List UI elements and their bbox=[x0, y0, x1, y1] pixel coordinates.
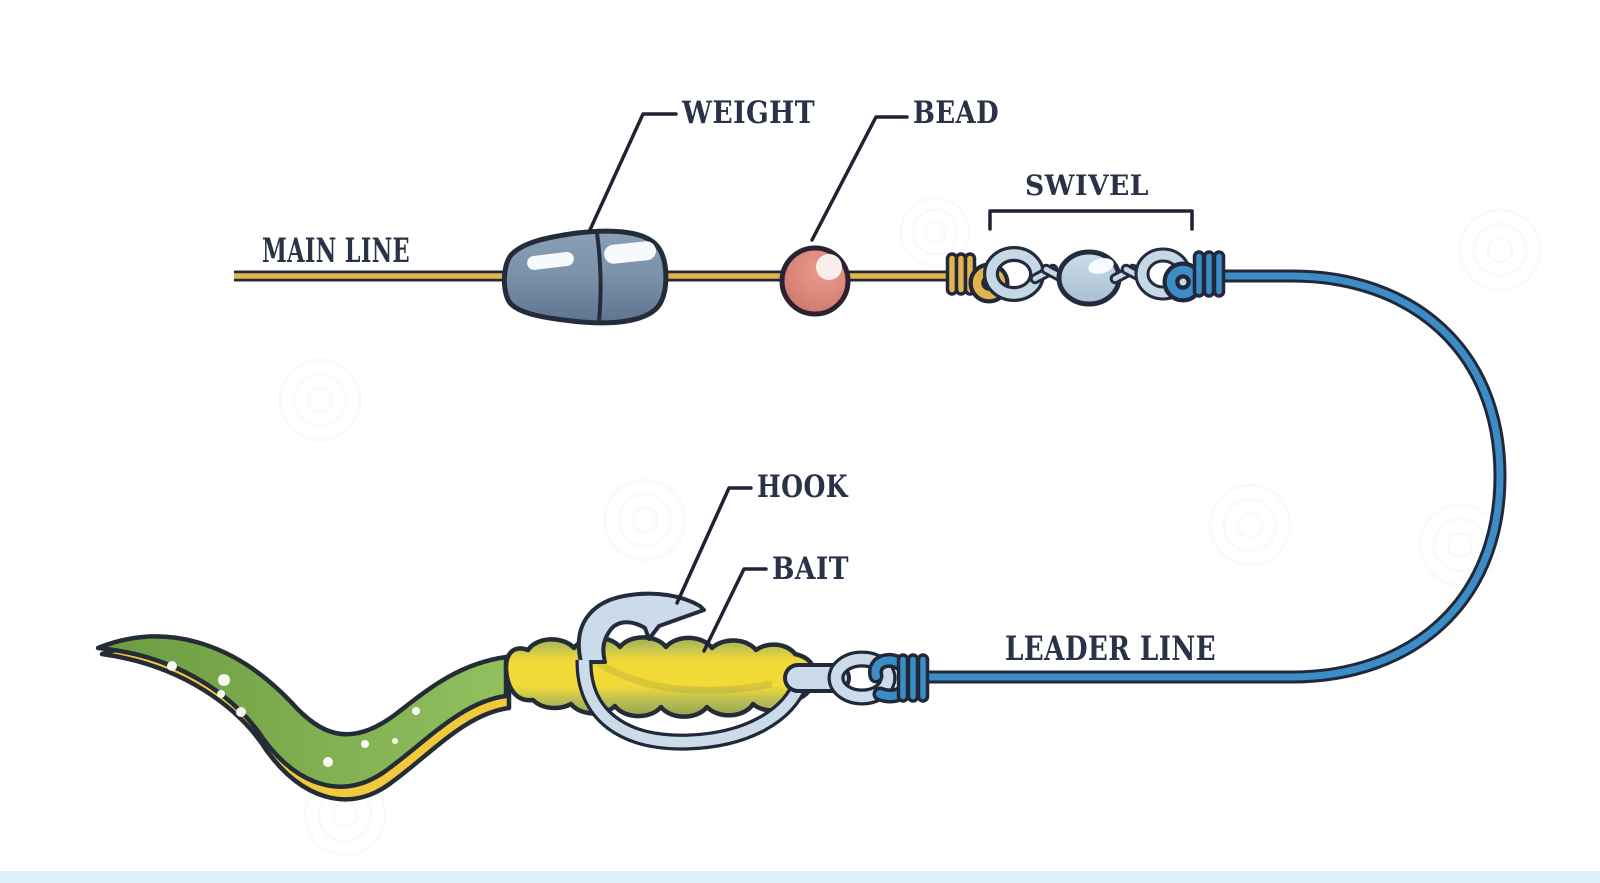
bead-label: BEAD bbox=[913, 95, 999, 131]
hook-eye bbox=[827, 650, 897, 706]
label-pointers bbox=[587, 112, 1194, 653]
bait-label: BAIT bbox=[772, 551, 849, 587]
weight-divider-line bbox=[595, 232, 603, 323]
leader-line-illustration bbox=[928, 269, 1507, 684]
footer-strip bbox=[0, 871, 1600, 883]
swivel-barrel-highlight bbox=[1088, 258, 1114, 274]
bait-body bbox=[503, 635, 817, 719]
swivel-label: SWIVEL bbox=[1025, 169, 1149, 202]
bait-illustration bbox=[503, 635, 817, 719]
weight-pointer-line bbox=[587, 112, 678, 234]
hook-point bbox=[576, 591, 706, 664]
swivel-illustration bbox=[945, 246, 1226, 307]
weight-highlight bbox=[604, 241, 656, 264]
tail-spots bbox=[167, 661, 429, 767]
hook-illustration bbox=[575, 591, 930, 751]
bead-highlight bbox=[816, 254, 842, 280]
bead-illustration bbox=[779, 245, 851, 317]
weight-highlight bbox=[527, 251, 574, 270]
bait-tail-illustration bbox=[95, 634, 512, 802]
main-line-label: MAIN LINE bbox=[262, 231, 410, 271]
bait-pointer-line bbox=[702, 567, 768, 653]
swivel-left-eye bbox=[983, 246, 1045, 302]
hook-bend bbox=[578, 659, 806, 748]
labels: MAIN LINE WEIGHT BEAD SWIVEL HOOK BAIT L… bbox=[262, 95, 1216, 669]
swivel-barrel bbox=[1056, 249, 1122, 307]
leader-knot bbox=[868, 652, 930, 704]
hook-label: HOOK bbox=[757, 469, 848, 505]
swivel-blue-knot-coils bbox=[1192, 250, 1226, 298]
hook-pointer-line bbox=[675, 486, 753, 605]
swivel-bracket bbox=[988, 209, 1194, 231]
hook-shank-hint bbox=[595, 659, 773, 694]
weight-illustration bbox=[501, 228, 669, 326]
weight-label: WEIGHT bbox=[681, 95, 815, 131]
watermark-swirls bbox=[278, 196, 1542, 857]
bead-pointer-line bbox=[810, 115, 909, 242]
tail-green-ribbon bbox=[95, 634, 509, 789]
leader-line-label: LEADER LINE bbox=[1005, 629, 1216, 669]
